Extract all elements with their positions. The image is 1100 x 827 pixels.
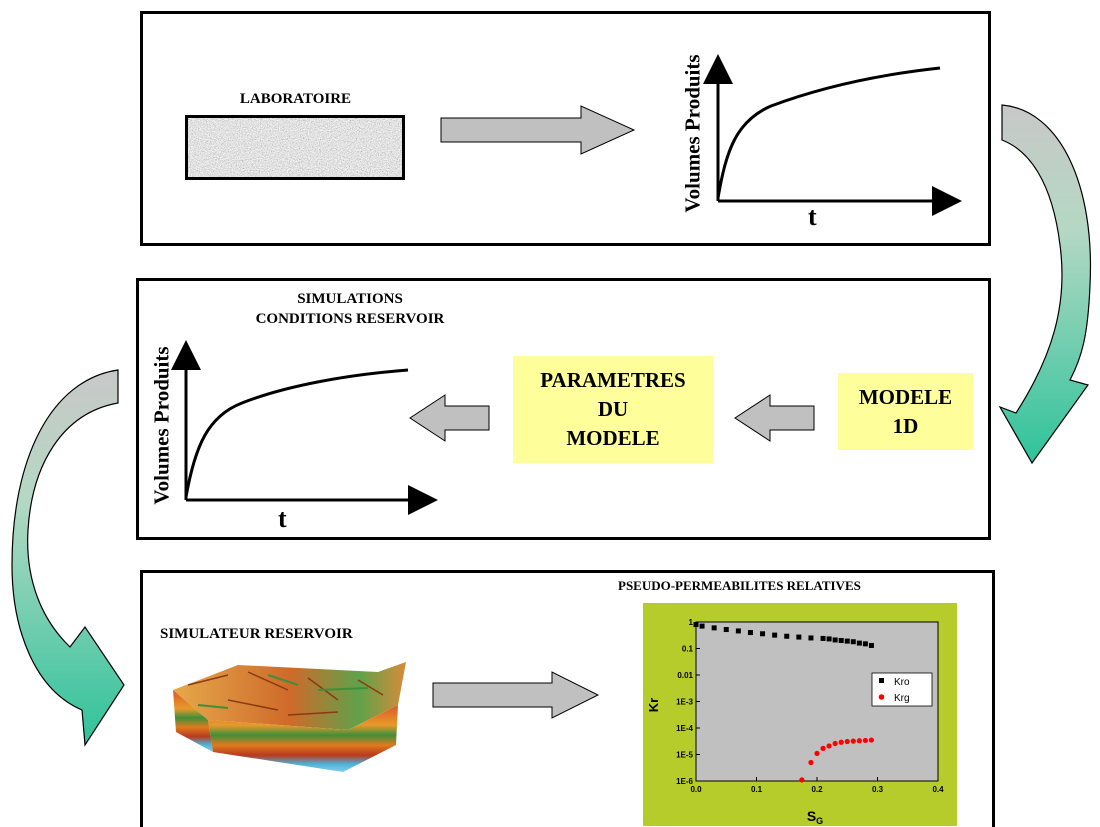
kro-point — [844, 638, 850, 644]
y-tick-label: 1E-3 — [676, 698, 693, 707]
model-line1: MODELE — [858, 384, 953, 409]
kro-point — [723, 627, 729, 633]
y-tick-label: 1E-4 — [676, 724, 693, 733]
model-line2: 1D — [892, 413, 919, 438]
params-line3: MODELE — [566, 426, 660, 450]
rock-sample-image — [185, 115, 405, 180]
laboratory-label: LABORATOIRE — [239, 91, 352, 107]
x-tick-label: 0.1 — [751, 785, 763, 794]
kro-point — [868, 642, 874, 648]
top-plot-axes — [703, 54, 962, 216]
right-arrow-top — [440, 105, 636, 155]
model-parameters-box: PARAMETRES DU MODELE — [513, 356, 713, 463]
krg-point — [808, 759, 814, 766]
x-tick-label: 0.0 — [690, 785, 702, 794]
top-production-plot: Volumes Produits t — [676, 26, 966, 240]
kro-point — [820, 635, 826, 641]
kro-point — [838, 638, 844, 644]
krg-point — [868, 737, 875, 743]
x-axis-label: SG — [807, 808, 823, 826]
krg-point — [826, 743, 832, 749]
legend-krg-marker — [878, 694, 885, 700]
top-y-axis-label: Volumes Produits — [680, 54, 705, 213]
kro-point — [796, 634, 802, 640]
simulator-label: SIMULATEUR RESERVOIR — [160, 626, 353, 642]
left-arrow-model — [734, 394, 815, 442]
krg-point — [838, 739, 844, 745]
y-tick-label: 1E-6 — [676, 777, 693, 786]
legend-kro-label: Kro — [894, 677, 910, 688]
kro-point — [772, 632, 778, 638]
middle-plot-axes — [171, 340, 438, 515]
curved-arrow-left — [11, 369, 125, 747]
top-x-axis-label: t — [808, 202, 817, 231]
krg-point — [862, 737, 868, 744]
right-arrow-bottom — [432, 671, 600, 719]
middle-x-axis-label: t — [278, 504, 287, 533]
chart-legend: Kro Krg — [871, 672, 933, 707]
krg-point — [832, 740, 838, 747]
kro-point — [850, 639, 856, 645]
krg-point — [820, 745, 826, 751]
kro-point — [862, 641, 868, 647]
kro-point — [693, 622, 699, 628]
legend-kro-marker — [879, 678, 884, 683]
y-tick-label: 0.1 — [682, 645, 694, 654]
left-arrow-params — [409, 394, 490, 442]
y-axis-label: Kr — [646, 698, 661, 712]
x-tick-label: 0.4 — [932, 785, 944, 794]
curved-arrow-right — [998, 104, 1092, 465]
simulations-title: SIMULATIONS CONDITIONS RESERVOIR — [220, 289, 480, 329]
model-1d-box: MODELE 1D — [838, 373, 973, 450]
relative-permeability-chart: 1E-6 1E-5 1E-4 1E-3 0.01 0.1 1 0.0 0.1 0.2 0.3 0.4… — [643, 603, 957, 826]
kro-point — [747, 630, 753, 636]
middle-production-plot: Volumes Produits t — [150, 318, 440, 540]
y-tick-label: 1E-5 — [676, 751, 693, 760]
params-line1: PARAMETRES — [540, 368, 686, 392]
pseudo-title: PSEUDO-PERMEABILITES RELATIVES — [618, 578, 861, 593]
x-axis-label-sub: G — [816, 816, 823, 826]
kro-point — [856, 640, 862, 646]
legend-krg-label: Krg — [894, 693, 910, 704]
kro-point — [808, 635, 814, 641]
krg-point — [799, 777, 805, 783]
params-line2: DU — [597, 397, 629, 421]
kro-point — [699, 623, 705, 629]
simulations-title-line1: SIMULATIONS — [297, 291, 403, 307]
kro-point — [711, 625, 717, 631]
kro-point — [784, 633, 790, 639]
krg-point — [850, 738, 856, 744]
kro-point — [826, 636, 832, 642]
simulations-title-line2: CONDITIONS RESERVOIR — [255, 311, 445, 327]
kro-point — [832, 637, 838, 643]
y-tick-label: 1 — [689, 618, 694, 627]
krg-point — [844, 738, 850, 745]
krg-point — [856, 738, 862, 744]
kro-point — [735, 628, 741, 634]
y-tick-label: 0.01 — [677, 671, 693, 680]
x-tick-label: 0.2 — [811, 785, 823, 794]
middle-y-axis-label: Volumes Produits — [149, 346, 174, 505]
kro-point — [760, 631, 766, 637]
middle-production-curve — [184, 368, 409, 498]
top-production-curve — [716, 66, 941, 199]
x-tick-label: 0.3 — [872, 785, 884, 794]
krg-point — [814, 750, 820, 757]
reservoir-model-image — [173, 662, 406, 772]
x-axis-label-main: S — [807, 808, 816, 824]
